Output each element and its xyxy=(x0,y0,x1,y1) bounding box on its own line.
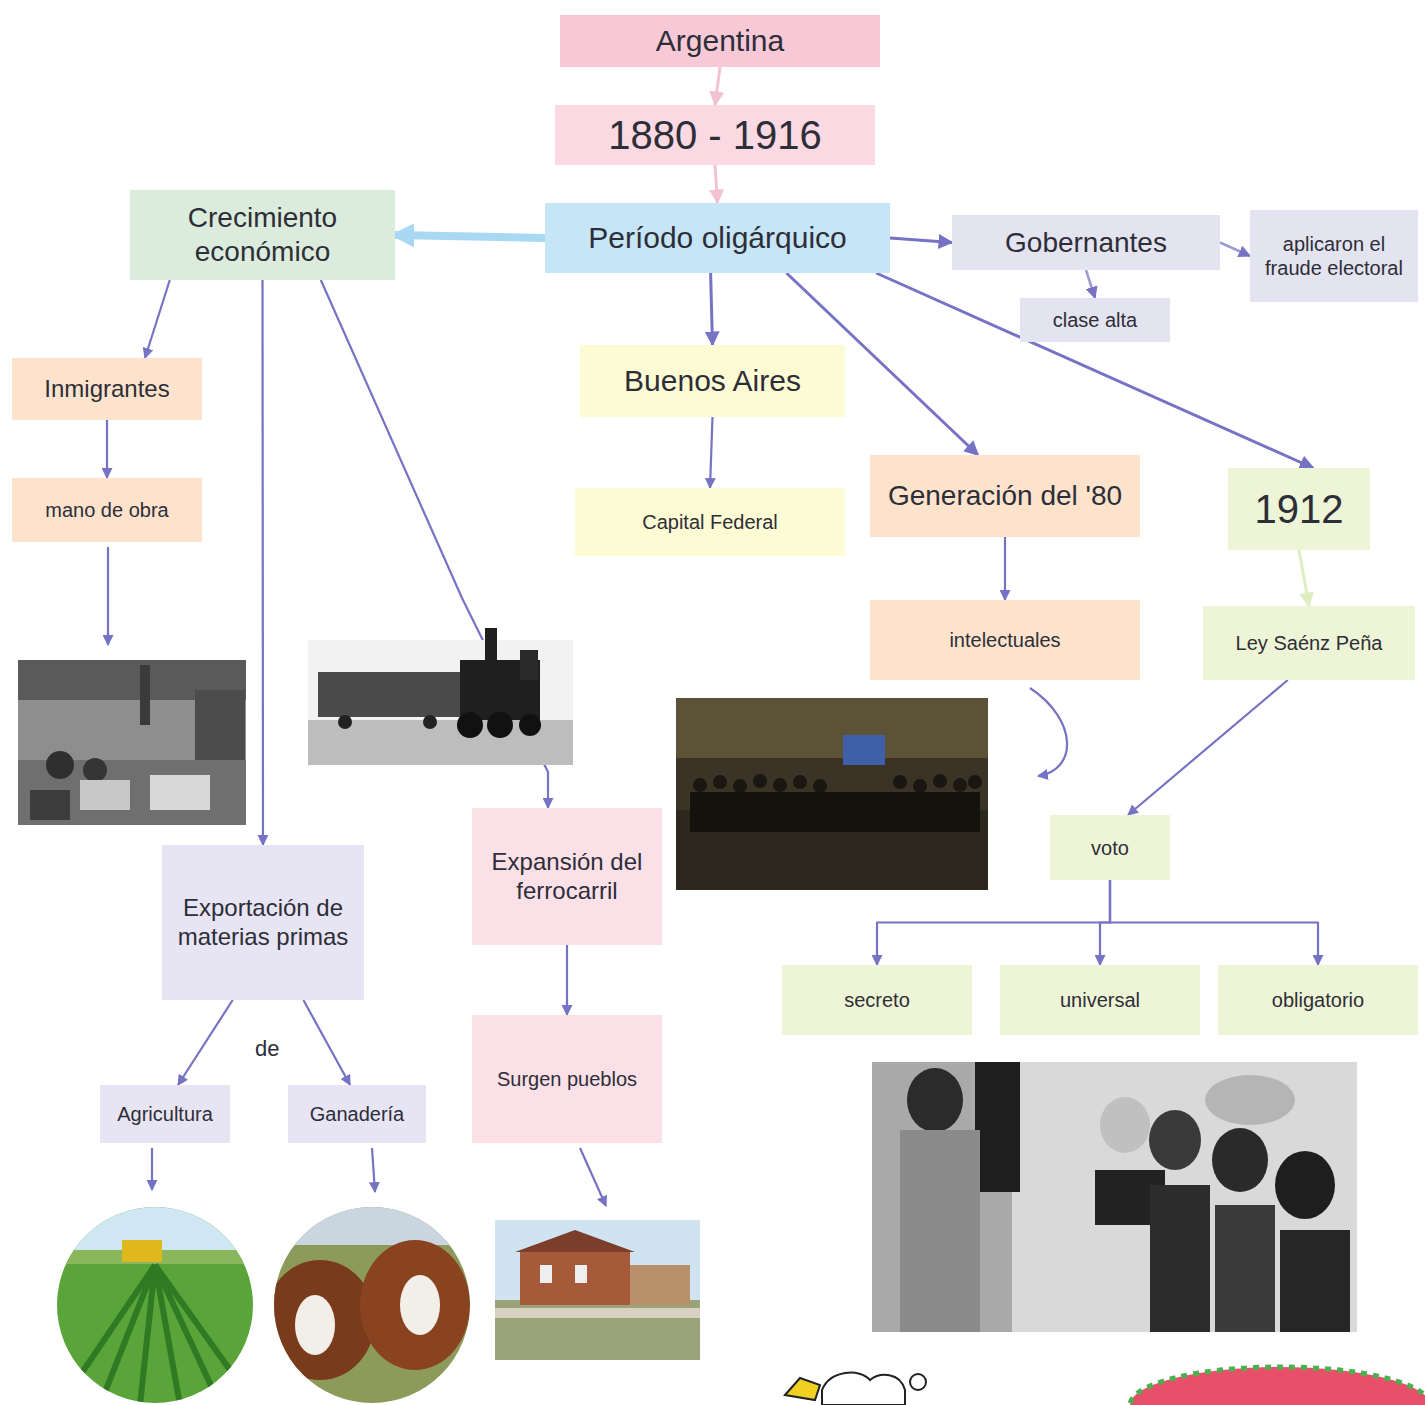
topic-box: Buenos Aires xyxy=(580,345,845,417)
detail-box: aplicaron el fraude electoral xyxy=(1250,210,1418,302)
node-text: Capital Federal xyxy=(642,510,778,534)
detail-box: Ley Saénz Peña xyxy=(1203,606,1415,680)
connector-arrow xyxy=(1110,880,1318,965)
detail-box: Surgen pueblos xyxy=(472,1015,662,1143)
leader-line xyxy=(372,1148,375,1192)
topic-box: Expansión del ferrocarril xyxy=(472,808,662,945)
detail-box: Capital Federal xyxy=(575,488,845,556)
node-text: voto xyxy=(1091,836,1129,860)
node-text: Exportación de materias primas xyxy=(172,894,354,952)
cattle-photo xyxy=(265,1205,472,1405)
topic-box: Generación del '80 xyxy=(870,455,1140,537)
connector-arrow xyxy=(715,165,718,203)
connector-arrow xyxy=(1086,270,1095,298)
leader-line xyxy=(1030,688,1067,776)
topic-box: Inmigrantes xyxy=(12,358,202,420)
voting-photo xyxy=(872,1062,1357,1332)
connector-arrow xyxy=(877,880,1110,965)
node-text: Crecimiento económico xyxy=(140,201,385,268)
train-photo xyxy=(308,628,573,765)
connector-arrow xyxy=(178,1000,233,1085)
detail-box: obligatorio xyxy=(1218,965,1418,1035)
connector-arrow xyxy=(1220,243,1250,257)
detail-box: secreto xyxy=(782,965,972,1035)
agriculture-photo xyxy=(55,1205,255,1405)
node-text: Expansión del ferrocarril xyxy=(482,848,652,906)
topic-box: Gobernantes xyxy=(952,215,1220,270)
country-box: Argentina xyxy=(560,15,880,67)
leader-line xyxy=(107,547,109,645)
connector-arrow xyxy=(1100,880,1110,965)
detail-box: mano de obra xyxy=(12,478,202,542)
connector-arrow xyxy=(145,280,170,358)
connector-arrow xyxy=(876,273,1313,468)
corner-decoration xyxy=(785,1367,1425,1405)
node-text: 1912 xyxy=(1255,485,1344,533)
connector-arrow xyxy=(261,280,264,845)
topic-box: Crecimiento económico xyxy=(130,190,395,280)
detail-box: universal xyxy=(1000,965,1200,1035)
year-box: 1912 xyxy=(1228,468,1370,550)
central-box: Período oligárquico xyxy=(545,203,890,273)
node-text: obligatorio xyxy=(1272,988,1364,1012)
detail-box: Agricultura xyxy=(100,1085,230,1143)
connector-arrow xyxy=(1128,680,1288,815)
node-text: secreto xyxy=(844,988,910,1012)
leader-line xyxy=(151,1148,153,1190)
node-text: Agricultura xyxy=(117,1102,213,1126)
period-box: 1880 - 1916 xyxy=(555,105,875,165)
topic-box: Exportación de materias primas xyxy=(162,845,364,1000)
node-text: 1880 - 1916 xyxy=(608,111,822,159)
congress-photo xyxy=(676,698,988,890)
node-text: clase alta xyxy=(1053,308,1138,332)
connector-arrow xyxy=(566,945,568,1015)
connector-arrow xyxy=(710,417,713,488)
detail-box: intelectuales xyxy=(870,600,1140,680)
node-text: Inmigrantes xyxy=(44,375,169,404)
connector-arrow xyxy=(1299,550,1309,606)
connector-arrow xyxy=(715,67,720,105)
connector-arrow xyxy=(1004,537,1006,600)
connector-arrow xyxy=(711,273,713,345)
detail-box: clase alta xyxy=(1020,298,1170,342)
node-text: aplicaron el fraude electoral xyxy=(1260,232,1408,280)
connector-arrow xyxy=(106,420,108,478)
detail-box: Ganadería xyxy=(288,1085,426,1143)
node-text: universal xyxy=(1060,988,1140,1012)
leader-line xyxy=(580,1148,606,1206)
connector-arrow xyxy=(890,238,952,243)
node-text: Ganadería xyxy=(310,1102,405,1126)
station-photo xyxy=(495,1220,700,1360)
node-text: Buenos Aires xyxy=(624,363,801,399)
detail-box: voto xyxy=(1050,815,1170,880)
node-text: Gobernantes xyxy=(1005,226,1167,260)
immigrants-photo xyxy=(18,660,246,825)
node-text: Surgen pueblos xyxy=(497,1067,637,1091)
node-text: Argentina xyxy=(656,23,784,59)
connector-arrow xyxy=(303,1000,350,1085)
connector-label: de xyxy=(252,1036,282,1062)
node-text: Ley Saénz Peña xyxy=(1236,631,1383,655)
node-text: Período oligárquico xyxy=(588,220,847,256)
node-text: Generación del '80 xyxy=(888,479,1122,513)
node-text: intelectuales xyxy=(949,628,1060,652)
node-text: mano de obra xyxy=(45,498,168,522)
connector-arrow xyxy=(395,235,545,238)
